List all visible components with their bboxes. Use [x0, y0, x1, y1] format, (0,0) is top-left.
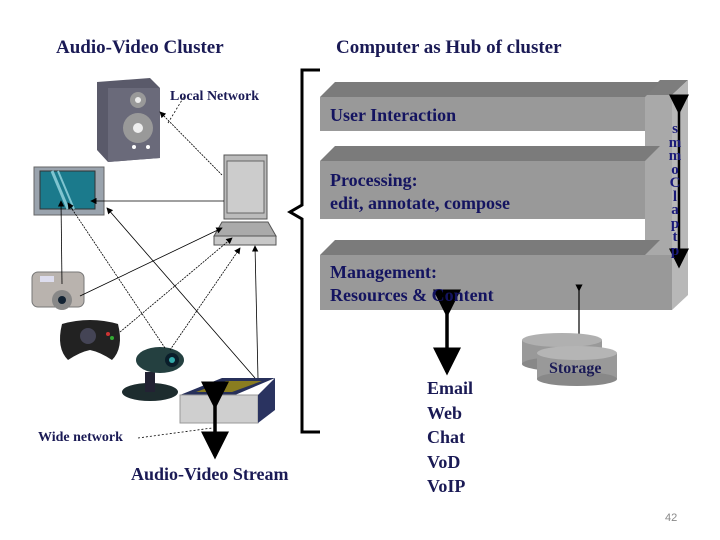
side-letter: t — [672, 229, 678, 245]
laptop-icon — [213, 154, 277, 246]
camera-icon — [31, 271, 85, 310]
service-chat: Chat — [427, 427, 466, 447]
layer-1-label: User Interaction — [330, 105, 457, 125]
local-network-label: Local Network — [170, 89, 260, 104]
side-letter: l — [672, 188, 678, 205]
side-letter: p — [670, 242, 680, 259]
left-title: Audio-Video Cluster — [56, 37, 224, 58]
side-letter: p — [670, 215, 680, 232]
av-stream-label: Audio-Video Stream — [131, 464, 289, 484]
speaker-icon — [97, 78, 160, 162]
services-list: Email Web Chat VoD VoIP — [427, 376, 473, 499]
layer-user-interaction — [320, 82, 660, 131]
side-letter: o — [671, 161, 679, 178]
service-web: Web — [427, 402, 463, 423]
storage-label: Storage — [549, 360, 602, 377]
layer-processing — [320, 146, 660, 219]
side-letter: C — [669, 175, 681, 191]
layer-2-label: Processing: — [330, 170, 418, 190]
game-controller-icon — [60, 320, 120, 360]
layer-3-sublabel: Resources & Content — [330, 285, 494, 305]
service-voip: VoIP — [427, 476, 466, 496]
layer-3-label: Management: — [330, 262, 437, 282]
right-title: Computer as Hub of cluster — [336, 37, 562, 58]
page-number: 42 — [665, 512, 678, 524]
service-email: Email — [427, 378, 474, 398]
dvd-player-icon — [179, 378, 275, 424]
webcam-icon — [122, 347, 184, 401]
storage-icon — [522, 333, 617, 386]
hub-brace — [287, 68, 320, 434]
side-letter: s — [672, 121, 678, 137]
service-vod: VoD — [427, 451, 461, 472]
connection-lines — [57, 94, 259, 439]
television-icon — [33, 166, 105, 216]
side-letter: a — [671, 202, 679, 218]
side-column-text: s m m o C l a p t p — [668, 121, 682, 259]
side-letter: m — [668, 134, 682, 151]
wide-network-label: Wide network — [38, 430, 123, 445]
layer-2-sublabel: edit, annotate, compose — [330, 193, 510, 213]
side-letter: m — [668, 148, 682, 164]
layer-management — [320, 240, 688, 310]
